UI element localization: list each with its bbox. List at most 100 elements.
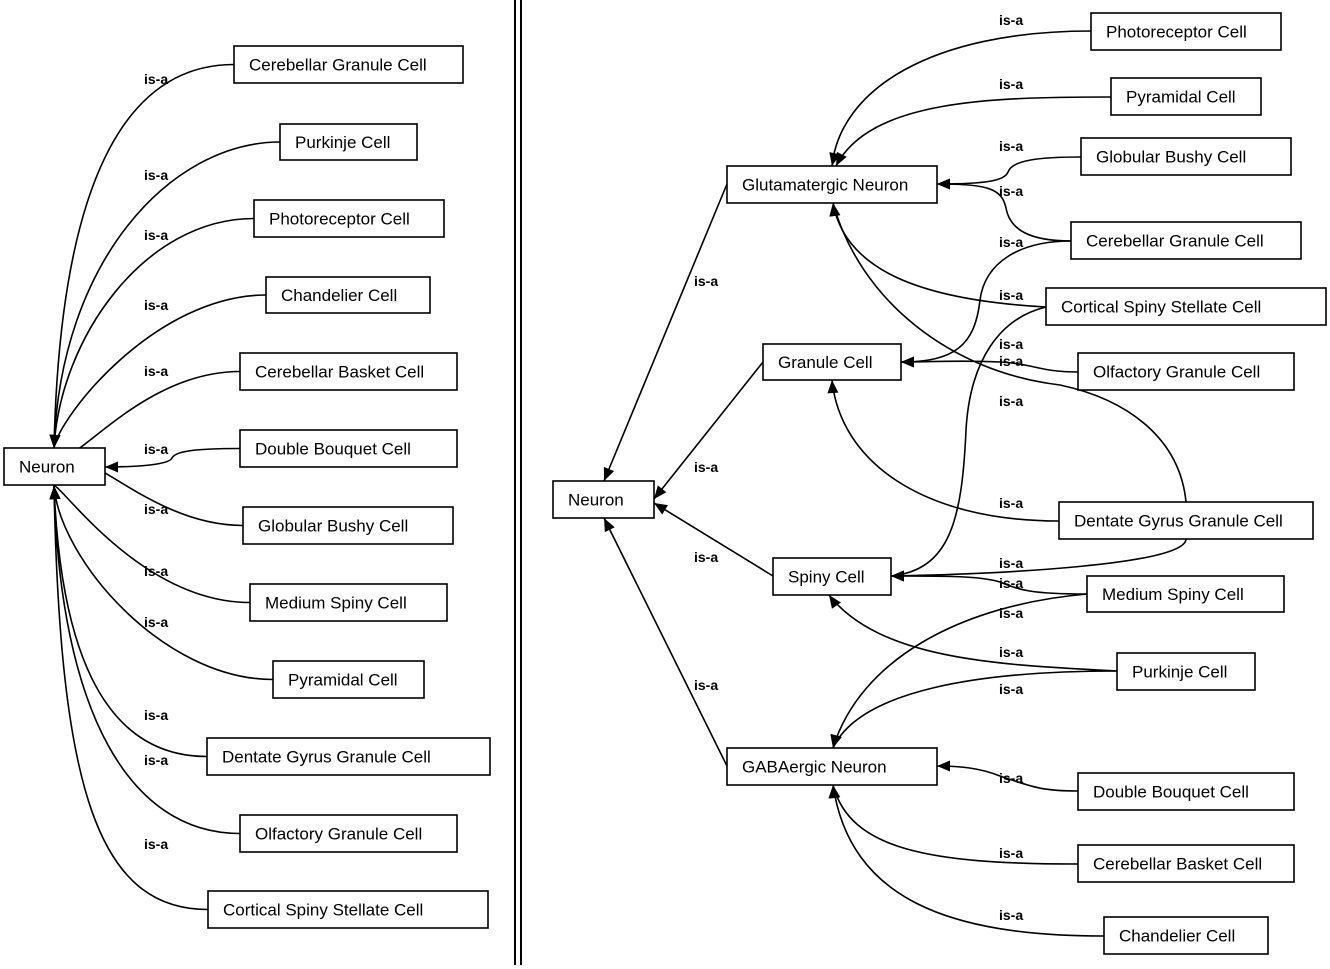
- right-node-neuron: Neuron: [552, 480, 655, 519]
- left-node-double-bouquet-cell: Double Bouquet Cell: [239, 429, 458, 468]
- right-node-chandelier-cell: Chandelier Cell: [1103, 916, 1269, 955]
- arrowhead: [49, 434, 61, 448]
- right-node-box: [762, 343, 902, 381]
- left-edge-olfactory-granule-cell: [53, 485, 241, 835]
- right-node-label: Globular Bushy Cell: [1096, 148, 1246, 167]
- right-edge-label-glutamatergic-neuron-to-neuron: is-a: [694, 273, 718, 289]
- left-node-label: Neuron: [19, 458, 75, 477]
- left-node-box: [279, 123, 418, 161]
- right-node-cerebellar-granule-cell: Cerebellar Granule Cell: [1070, 221, 1302, 260]
- right-node-box: [1116, 652, 1256, 691]
- left-node-box: [253, 199, 445, 238]
- arrowhead: [831, 733, 842, 748]
- left-node-label: Photoreceptor Cell: [269, 210, 410, 229]
- arrowhead: [654, 485, 667, 499]
- right-node-double-bouquet-cell: Double Bouquet Cell: [1077, 772, 1295, 811]
- left-node-box: [3, 447, 106, 486]
- right-edge-label-double-bouquet-cell-to-gabaergic-neuron: is-a: [999, 770, 1023, 786]
- right-edge-label-gabaergic-neuron-to-neuron: is-a: [694, 677, 718, 693]
- right-edge-granule-cell-to-neuron: [653, 361, 764, 500]
- right-node-label: Cortical Spiny Stellate Cell: [1061, 298, 1261, 317]
- left-edge-photoreceptor-cell: [53, 217, 255, 449]
- left-edge-label-globular-bushy-cell: is-a: [144, 501, 168, 517]
- right-node-box: [1103, 916, 1269, 955]
- left-node-box: [206, 737, 491, 776]
- right-edge-label-olfactory-granule-cell-to-granule-cell: is-a: [999, 353, 1023, 369]
- left-node-label: Globular Bushy Cell: [258, 517, 408, 536]
- right-edge-cerebellar-basket-cell-to-gabaergic-neuron: [832, 784, 1079, 865]
- left-edge-label-cerebellar-basket-cell: is-a: [144, 363, 168, 379]
- left-node-box: [249, 583, 448, 622]
- right-node-box: [1077, 772, 1295, 811]
- left-node-label: Olfactory Granule Cell: [255, 825, 422, 844]
- right-edge-chandelier-cell-to-gabaergic-neuron: [832, 784, 1105, 937]
- right-edge-dentate-gyrus-granule-cell-to-granule-cell: [831, 379, 1060, 522]
- right-node-box: [1090, 12, 1282, 51]
- right-node-box: [772, 557, 892, 596]
- right-node-olfactory-granule-cell: Olfactory Granule Cell: [1077, 352, 1295, 391]
- right-edge-label-dentate-gyrus-granule-cell-to-glutamatergic-neuron: is-a: [999, 393, 1023, 409]
- right-node-box: [1110, 77, 1262, 116]
- left-node-cerebellar-basket-cell: Cerebellar Basket Cell: [239, 352, 458, 391]
- left-node-medium-spiny-cell: Medium Spiny Cell: [249, 583, 448, 622]
- left-node-label: Purkinje Cell: [295, 133, 390, 152]
- right-edge-label-purkinje-cell-to-spiny-cell: is-a: [999, 644, 1023, 660]
- left-edge-label-purkinje-cell: is-a: [144, 167, 168, 183]
- right-edge-glutamatergic-neuron-to-neuron: [603, 183, 728, 482]
- arrowhead: [836, 151, 847, 166]
- right-node-box: [1058, 501, 1314, 540]
- right-edge-medium-spiny-cell-to-gabaergic-neuron: [832, 593, 1088, 749]
- right-node-label: Medium Spiny Cell: [1102, 585, 1244, 604]
- left-edge-double-bouquet-cell: [104, 447, 241, 468]
- right-node-label: Cerebellar Granule Cell: [1086, 232, 1264, 251]
- arrowhead: [891, 570, 904, 582]
- right-edge-pyramidal-cell-to-glutamatergic-neuron: [835, 96, 1112, 167]
- left-edge-label-photoreceptor-cell: is-a: [144, 227, 168, 243]
- left-node-label: Cerebellar Granule Cell: [249, 56, 427, 75]
- left-node-chandelier-cell: Chandelier Cell: [265, 276, 431, 314]
- left-edge-label-dentate-gyrus-granule-cell: is-a: [144, 707, 168, 723]
- left-node-olfactory-granule-cell: Olfactory Granule Cell: [239, 814, 458, 853]
- right-node-label: Spiny Cell: [788, 568, 865, 587]
- right-node-label: Purkinje Cell: [1132, 663, 1227, 682]
- right-edge-photoreceptor-cell-to-glutamatergic-neuron: [831, 30, 1092, 167]
- right-node-globular-bushy-cell: Globular Bushy Cell: [1080, 137, 1292, 176]
- right-edge-label-granule-cell-to-neuron: is-a: [694, 459, 718, 475]
- left-node-box: [239, 814, 458, 853]
- left-node-cerebellar-granule-cell: Cerebellar Granule Cell: [233, 45, 464, 84]
- right-edge-label-pyramidal-cell-to-glutamatergic-neuron: is-a: [999, 76, 1023, 92]
- arrowhead: [829, 595, 841, 609]
- left-node-label: Cortical Spiny Stellate Cell: [223, 901, 423, 920]
- right-edge-label-cerebellar-granule-cell-to-granule-cell: is-a: [999, 234, 1023, 250]
- arrowhead: [603, 466, 615, 481]
- right-node-box: [1070, 221, 1302, 260]
- right-edge-cerebellar-granule-cell-to-glutamatergic-neuron: [941, 183, 1072, 242]
- right-edge-label-chandelier-cell-to-gabaergic-neuron: is-a: [999, 907, 1023, 923]
- arrowhead: [829, 203, 841, 217]
- right-node-box: [1045, 287, 1327, 326]
- right-node-cerebellar-basket-cell: Cerebellar Basket Cell: [1077, 844, 1295, 883]
- left-node-label: Double Bouquet Cell: [255, 440, 411, 459]
- right-node-pyramidal-cell: Pyramidal Cell: [1110, 77, 1262, 116]
- arrowhead: [937, 178, 950, 190]
- right-node-cortical-spiny-stellate-cell: Cortical Spiny Stellate Cell: [1045, 287, 1327, 326]
- left-edge-label-cortical-spiny-stellate-cell: is-a: [144, 836, 168, 852]
- left-node-cortical-spiny-stellate-cell: Cortical Spiny Stellate Cell: [207, 890, 489, 929]
- left-node-box: [265, 276, 431, 314]
- left-node-box: [239, 429, 458, 468]
- left-node-box: [272, 660, 425, 699]
- left-node-label: Cerebellar Basket Cell: [255, 363, 424, 382]
- right-edge-purkinje-cell-to-gabaergic-neuron: [832, 670, 1118, 749]
- left-edge-label-double-bouquet-cell: is-a: [144, 441, 168, 457]
- right-node-box: [1080, 137, 1292, 176]
- left-edge-purkinje-cell: [53, 141, 281, 449]
- right-node-box: [726, 747, 938, 786]
- right-node-spiny-cell: Spiny Cell: [772, 557, 892, 596]
- arrowhead: [828, 785, 840, 799]
- left-edge-label-medium-spiny-cell: is-a: [144, 563, 168, 579]
- right-edge-double-bouquet-cell-to-gabaergic-neuron: [936, 765, 1079, 792]
- right-node-box: [726, 165, 938, 204]
- arrowhead: [827, 380, 839, 394]
- left-node-label: Pyramidal Cell: [288, 671, 398, 690]
